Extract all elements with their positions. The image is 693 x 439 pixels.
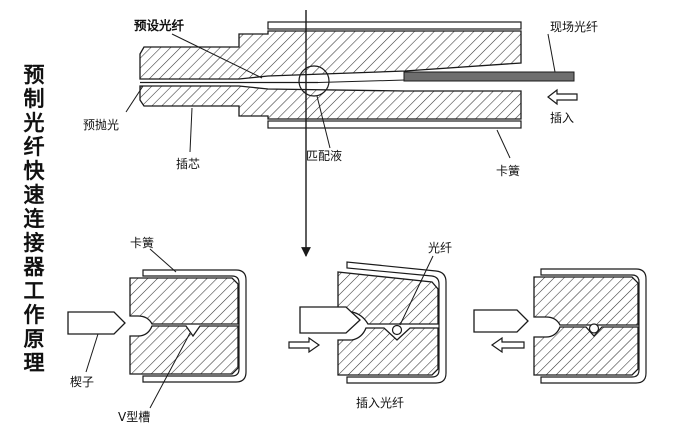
clip-rail-top [267, 21, 522, 30]
title-char: 器 [23, 255, 46, 279]
title-char: 接 [24, 231, 45, 255]
wedge [67, 311, 126, 335]
matching-gel-circle [298, 65, 330, 97]
lower-block [533, 326, 639, 376]
clip-rail-bottom [267, 120, 522, 129]
label-matching-gel: 匹配液 [306, 148, 342, 163]
label-clip-top: 卡簧 [496, 163, 520, 178]
label-insert-fiber: 插入光纤 [356, 396, 404, 410]
title-char: 工 [24, 279, 45, 303]
insert-arrow-icon [547, 88, 578, 106]
stage-1 [67, 269, 247, 383]
fiber-dot [588, 323, 600, 334]
label-wedge: 楔子 [70, 375, 94, 389]
title-char: 原 [24, 327, 45, 351]
clip-spring [540, 268, 647, 384]
label-insert-top: 插入 [550, 111, 574, 125]
upper-block [129, 277, 239, 325]
title-char: 连 [24, 207, 46, 231]
stage-3 [473, 268, 647, 384]
label-clip-bottom: 卡簧 [130, 235, 154, 250]
channel-line [317, 79, 406, 83]
vertical-title: 预 制 光 纤 快 速 连 接 器 工 作 原 理 [23, 63, 46, 375]
top-leader-lines [125, 33, 556, 159]
title-char: 理 [24, 351, 45, 375]
stage-2 [288, 261, 447, 384]
label-v-groove: V型槽 [118, 410, 150, 424]
upper-block [533, 276, 639, 326]
field-fiber-rod [403, 71, 575, 82]
wedge [299, 306, 361, 334]
label-fiber: 光纤 [428, 241, 452, 255]
label-field-fiber: 现场光纤 [550, 20, 598, 34]
top-cross-section [139, 21, 578, 129]
pull-left-arrow-icon [490, 336, 525, 354]
title-char: 纤 [24, 135, 45, 159]
clip-spring [142, 269, 247, 383]
label-preset-fiber: 预设光纤 [134, 18, 185, 33]
lower-block [337, 327, 439, 376]
label-ferrule: 插芯 [176, 157, 200, 171]
bottom-leader-lines [85, 248, 434, 409]
title-char: 预 [24, 63, 45, 87]
clip-spring [346, 261, 447, 384]
fiber-dot [391, 324, 403, 336]
lower-body [139, 85, 522, 120]
upper-body [139, 30, 522, 80]
title-char: 作 [24, 303, 45, 327]
lower-block [129, 325, 239, 375]
title-char: 速 [24, 183, 45, 207]
title-char: 快 [24, 159, 46, 183]
push-right-arrow-icon [288, 336, 321, 354]
title-char: 制 [24, 87, 45, 111]
title-char: 光 [23, 111, 45, 135]
wedge [473, 309, 529, 333]
label-pre-polish: 预抛光 [83, 117, 119, 132]
